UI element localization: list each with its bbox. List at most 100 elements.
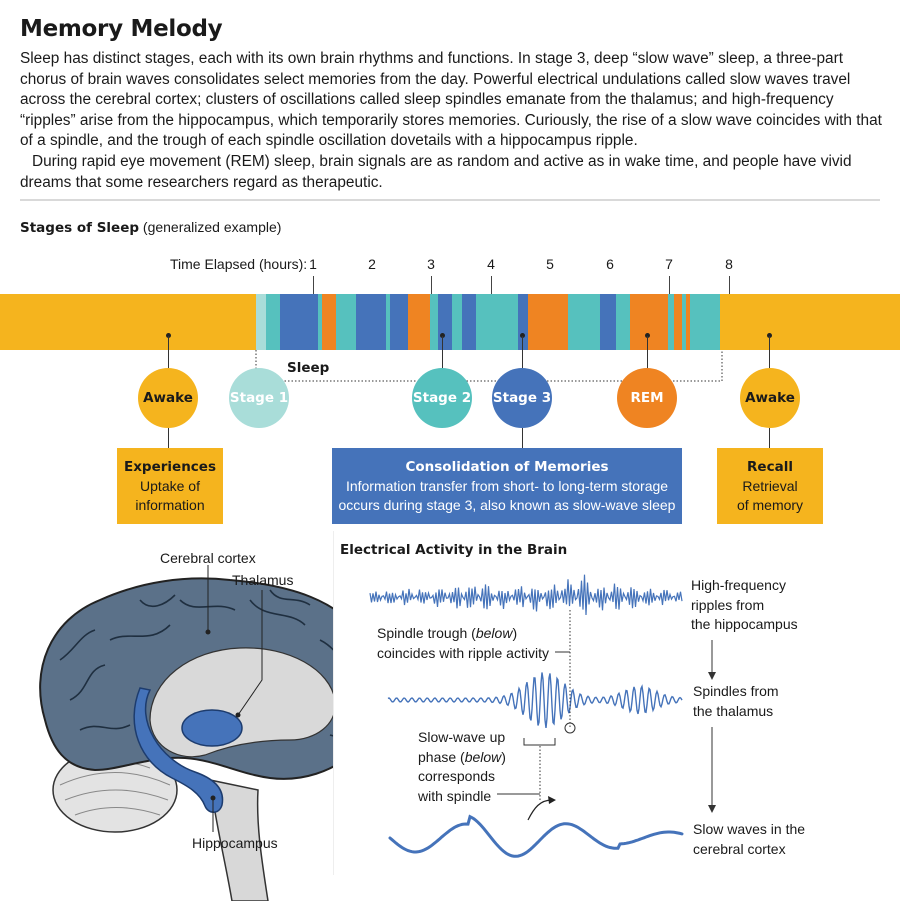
marker-dot (166, 333, 171, 338)
marker-stem (168, 336, 169, 368)
label-thalamus: Thalamus (232, 572, 294, 588)
segment-stage2 (318, 294, 322, 350)
spindle-label: Spindles from the thalamus (693, 682, 779, 721)
note-text: Slow-wave up (418, 729, 506, 745)
segment-stage3 (518, 294, 528, 350)
ripple-waveform (369, 574, 683, 616)
segment-awake (0, 294, 256, 350)
hippocampus (133, 687, 224, 813)
segment-stage3 (356, 294, 386, 350)
marker-dot (645, 333, 650, 338)
note-text: Spindle trough ( (377, 625, 476, 641)
time-elapsed-label: Time Elapsed (hours): (170, 256, 308, 272)
stage-marker-awake: Awake (740, 368, 800, 428)
note-italic: below (464, 748, 502, 765)
label-hippocampus: Hippocampus (192, 835, 278, 851)
segment-stage3 (280, 294, 318, 350)
label-text: ripples from (691, 596, 765, 613)
hour-tick-label: 8 (725, 256, 733, 272)
thalamus (181, 709, 243, 747)
hour-tick-label: 5 (546, 256, 554, 272)
recall-title: Recall (747, 458, 793, 475)
box-connector (769, 428, 770, 448)
experiences-box: Experiences Uptake of information (117, 448, 223, 524)
hour-tick-label: 7 (665, 256, 673, 272)
hour-tick-mark (431, 276, 432, 294)
divider (20, 199, 880, 201)
experiences-title: Experiences (124, 458, 216, 475)
sleep-label: Sleep (287, 360, 330, 376)
stages-heading-title: Stages of Sleep (20, 220, 140, 236)
label-text: Slow waves in the (693, 821, 806, 837)
spindle-waveform (387, 672, 683, 728)
segment-stage2 (476, 294, 518, 350)
hour-tick-label: 2 (368, 256, 376, 272)
hour-tick-mark (491, 276, 492, 294)
segment-rem (674, 294, 682, 350)
slow-waveform (388, 814, 684, 858)
segment-stage3 (462, 294, 476, 350)
segment-rem (686, 294, 690, 350)
segment-stage3 (600, 294, 616, 350)
segment-stage2 (568, 294, 600, 350)
sleep-stage-timeline (0, 294, 900, 350)
note-text: ) (512, 625, 518, 641)
spindle-trough-note: Spindle trough (below) coincides with ri… (377, 624, 549, 663)
intro-text: Sleep has distinct stages, each with its… (20, 49, 882, 193)
stage-marker-stage3: Stage 3 (492, 368, 552, 428)
stages-heading-note: (generalized example) (142, 219, 282, 235)
segment-stage1 (256, 294, 266, 350)
consolidation-title: Consolidation of Memories (405, 458, 609, 475)
stage-marker-awake: Awake (138, 368, 198, 428)
segment-rem (408, 294, 430, 350)
segment-stage2 (682, 294, 686, 350)
marker-dot (767, 333, 772, 338)
stage-marker-stage2: Stage 2 (412, 368, 472, 428)
label-cerebral-cortex: Cerebral cortex (160, 550, 256, 566)
slow-wave-note: Slow-wave up phase (below) corresponds w… (418, 728, 506, 806)
marker-dot (440, 333, 445, 338)
segment-stage2 (616, 294, 630, 350)
thalamus-leader (237, 590, 263, 716)
marker-stem (769, 336, 770, 368)
recall-line: of memory (736, 496, 804, 513)
box-connector (522, 428, 523, 448)
label-text: Spindles from (693, 683, 779, 699)
hour-tick-label: 4 (487, 256, 495, 272)
ripple-label: High-frequency ripples from the hippocam… (691, 576, 798, 635)
segment-rem (322, 294, 336, 350)
stage-marker-rem: REM (617, 368, 677, 428)
segment-stage2 (668, 294, 674, 350)
note-text: coincides with ripple activity (377, 644, 549, 661)
hour-tick-mark (729, 276, 730, 294)
spindle-bracket (523, 738, 556, 746)
label-text: the thalamus (693, 702, 774, 719)
segment-stage2 (266, 294, 280, 350)
recall-box: Recall Retrieval of memory (717, 448, 823, 524)
segment-stage2 (340, 294, 356, 350)
cerebellum-folds (59, 761, 171, 816)
experiences-line: information (135, 496, 205, 513)
brainstem (209, 779, 269, 901)
hour-tick-label: 6 (606, 256, 614, 272)
note-italic: below (475, 625, 513, 641)
segment-stage2 (690, 294, 720, 350)
consolidation-box: Consolidation of Memories Information tr… (332, 448, 682, 524)
label-text: cerebral cortex (693, 840, 786, 857)
label-text: the hippocampus (691, 616, 798, 632)
note-text: with spindle (418, 787, 492, 804)
segment-stage2 (452, 294, 462, 350)
note-text: corresponds (418, 768, 496, 784)
segment-stage2 (430, 294, 438, 350)
recall-line: Retrieval (742, 477, 798, 494)
hour-tick-label: 3 (427, 256, 435, 272)
marker-stem (442, 336, 443, 368)
intro-paragraph-2: During rapid eye movement (REM) sleep, b… (20, 152, 852, 191)
hour-tick-label: 1 (309, 256, 317, 272)
label-text: High-frequency (691, 577, 786, 593)
experiences-line: Uptake of (140, 477, 200, 494)
note-text: phase ( (418, 748, 465, 765)
marker-stem (522, 336, 523, 368)
